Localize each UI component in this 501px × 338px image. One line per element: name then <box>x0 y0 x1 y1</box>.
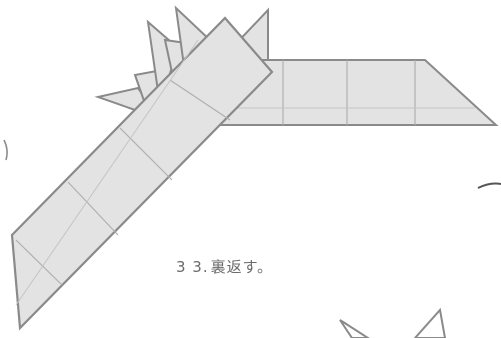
step-caption: 3 3.裏返す。 <box>176 256 273 277</box>
left-arm <box>10 16 274 331</box>
next-step-spike-right <box>413 307 447 338</box>
next-step-fragment <box>339 307 447 338</box>
left-edge-mark <box>3 139 8 161</box>
step-number: 3 3. <box>176 258 209 276</box>
left-arm-body <box>10 16 274 331</box>
left-arm-fold-line <box>15 39 199 306</box>
left-arm-crease <box>169 79 231 121</box>
left-arm-crease <box>67 181 119 236</box>
left-arm-crease <box>15 239 63 286</box>
step-instruction: 裏返す。 <box>210 258 274 276</box>
left-arm-crease <box>119 127 173 181</box>
turn-over-arrow-fragment <box>477 182 501 189</box>
next-step-spike-left <box>339 319 370 338</box>
